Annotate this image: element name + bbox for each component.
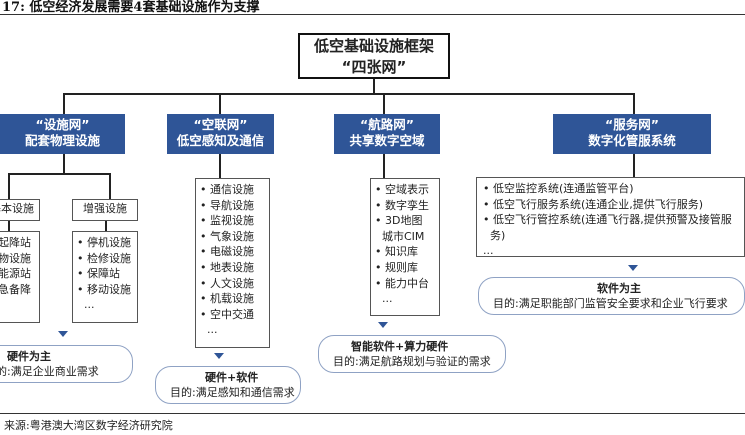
category-title: “服务网” <box>605 117 659 132</box>
pill-goal: 目的:满足企业商业需求 <box>0 365 99 378</box>
connector <box>109 173 111 199</box>
figure-caption: 17: 低空经济发展需要4套基础设施作为支撑 <box>2 0 260 15</box>
pill-title: 硬件为主 <box>7 350 51 363</box>
pill-goal: 目的:满足航路规划与验证的需求 <box>333 355 491 368</box>
pill-title: 硬件+软件 <box>205 371 259 384</box>
connector <box>633 154 635 177</box>
list-item: 货物设施 <box>0 251 31 265</box>
category-subtitle: 配套物理设施 <box>24 133 100 148</box>
connector <box>8 173 110 175</box>
connector <box>383 93 385 114</box>
caption-rule <box>0 14 745 15</box>
list-item: • 气象设施 <box>200 229 254 243</box>
list-item: • 知识库 <box>375 245 418 259</box>
list-item: • 导航设施 <box>200 198 254 212</box>
list-item: 应急备降 <box>0 282 31 296</box>
list-item: • 检修设施 <box>77 251 131 265</box>
category-facility-network: “设施网” 配套物理设施 <box>0 114 125 154</box>
list-item: • 监视设施 <box>200 214 254 228</box>
requirement-pill: 软件为主 目的:满足职能部门监管安全要求和企业飞行要求 <box>478 277 745 315</box>
down-arrow-icon <box>58 331 68 337</box>
category-subtitle: 共享数字空域 <box>349 133 425 148</box>
down-arrow-icon <box>628 265 638 271</box>
connector <box>63 93 634 95</box>
connector <box>8 221 10 231</box>
list-item: • 低空飞行服务系统(连通企业,提供飞行服务) <box>483 197 704 211</box>
category-title: “空联网” <box>193 117 248 132</box>
source-note: 来源:粤港澳大湾区数字经济研究院 <box>4 419 173 432</box>
list-item: • 机载设施 <box>200 292 254 306</box>
list-item: • 停机设施 <box>77 236 131 249</box>
root-title: 低空基础设施框架 <box>313 37 434 55</box>
list-item: ... <box>207 323 218 337</box>
sub-enhanced-facilities: 增强设施 <box>72 199 138 221</box>
requirement-pill: 智能软件+算力硬件 目的:满足航路规划与验证的需求 <box>318 335 506 373</box>
root-node: 低空基础设施框架 “四张网” <box>298 33 450 79</box>
list-item: • 空域表示 <box>375 183 429 196</box>
list-item: 能源站 <box>0 267 31 281</box>
list-item: • 人文设施 <box>200 276 254 290</box>
pill-title: 智能软件+算力硬件 <box>351 340 449 353</box>
root-subtitle: “四张网” <box>341 58 407 76</box>
air-network-list: • 通信设施 • 导航设施 • 监视设施 • 气象设施 • 电磁设施 • 地表设… <box>195 178 270 348</box>
list-item: • 低空监控系统(连通监管平台) <box>483 182 634 195</box>
category-title: “设施网” <box>35 117 90 132</box>
list-item: • 规则库 <box>375 260 418 274</box>
list-item: 起降站 <box>0 236 31 249</box>
down-arrow-icon <box>378 322 388 328</box>
sub-basic-facilities: 基本设施 <box>0 199 40 221</box>
source-rule <box>0 413 745 414</box>
category-route-network: “航路网” 共享数字空域 <box>334 114 440 154</box>
enhanced-facilities-list: • 停机设施 • 检修设施 • 保障站 • 移动设施 ... <box>72 231 138 323</box>
connector <box>63 93 65 114</box>
list-item: ... <box>84 298 95 312</box>
category-service-network: “服务网” 数字化管服系统 <box>553 114 711 154</box>
pill-goal: 目的:满足感知和通信需求 <box>170 386 295 399</box>
list-item: ... <box>483 244 494 258</box>
pill-title: 软件为主 <box>597 282 641 295</box>
route-network-list: • 空域表示 • 数字孪生 • 3D地图 城市CIM • 知识库 • 规则库 •… <box>370 178 440 316</box>
list-item: • 低空飞行管控系统(连通飞行器,提供预警及接管服 <box>483 213 732 227</box>
connector <box>373 79 375 94</box>
connector <box>219 93 221 114</box>
list-item: • 移动设施 <box>77 282 131 296</box>
list-item: 务) <box>490 228 506 242</box>
down-arrow-icon <box>214 353 224 359</box>
list-item: 城市CIM <box>382 229 425 243</box>
category-subtitle: 低空感知及通信 <box>176 133 265 148</box>
list-item: • 地表设施 <box>200 260 254 274</box>
list-item: • 3D地图 <box>375 214 423 228</box>
basic-facilities-list: 起降站 货物设施 能源站 应急备降 <box>0 231 40 323</box>
list-item: • 电磁设施 <box>200 245 254 259</box>
connector <box>63 154 65 174</box>
connector <box>633 93 635 114</box>
connector <box>105 221 107 231</box>
category-subtitle: 数字化管服系统 <box>588 133 676 148</box>
list-item: • 能力中台 <box>375 276 429 290</box>
connector <box>8 173 10 199</box>
requirement-pill: 硬件为主 目的:满足企业商业需求 <box>0 345 133 383</box>
list-item: • 数字孪生 <box>375 198 429 212</box>
list-item: • 通信设施 <box>200 183 254 196</box>
pill-goal: 目的:满足职能部门监管安全要求和企业飞行要求 <box>493 297 728 310</box>
list-item: • 空中交通 <box>200 307 254 321</box>
requirement-pill: 硬件+软件 目的:满足感知和通信需求 <box>155 366 301 404</box>
category-air-network: “空联网” 低空感知及通信 <box>167 114 274 154</box>
list-item: ... <box>382 292 393 306</box>
connector <box>219 154 221 178</box>
category-title: “航路网” <box>360 117 414 132</box>
list-item: • 保障站 <box>77 267 120 281</box>
connector <box>383 154 385 178</box>
service-network-list: • 低空监控系统(连通监管平台) • 低空飞行服务系统(连通企业,提供飞行服务)… <box>476 177 745 257</box>
